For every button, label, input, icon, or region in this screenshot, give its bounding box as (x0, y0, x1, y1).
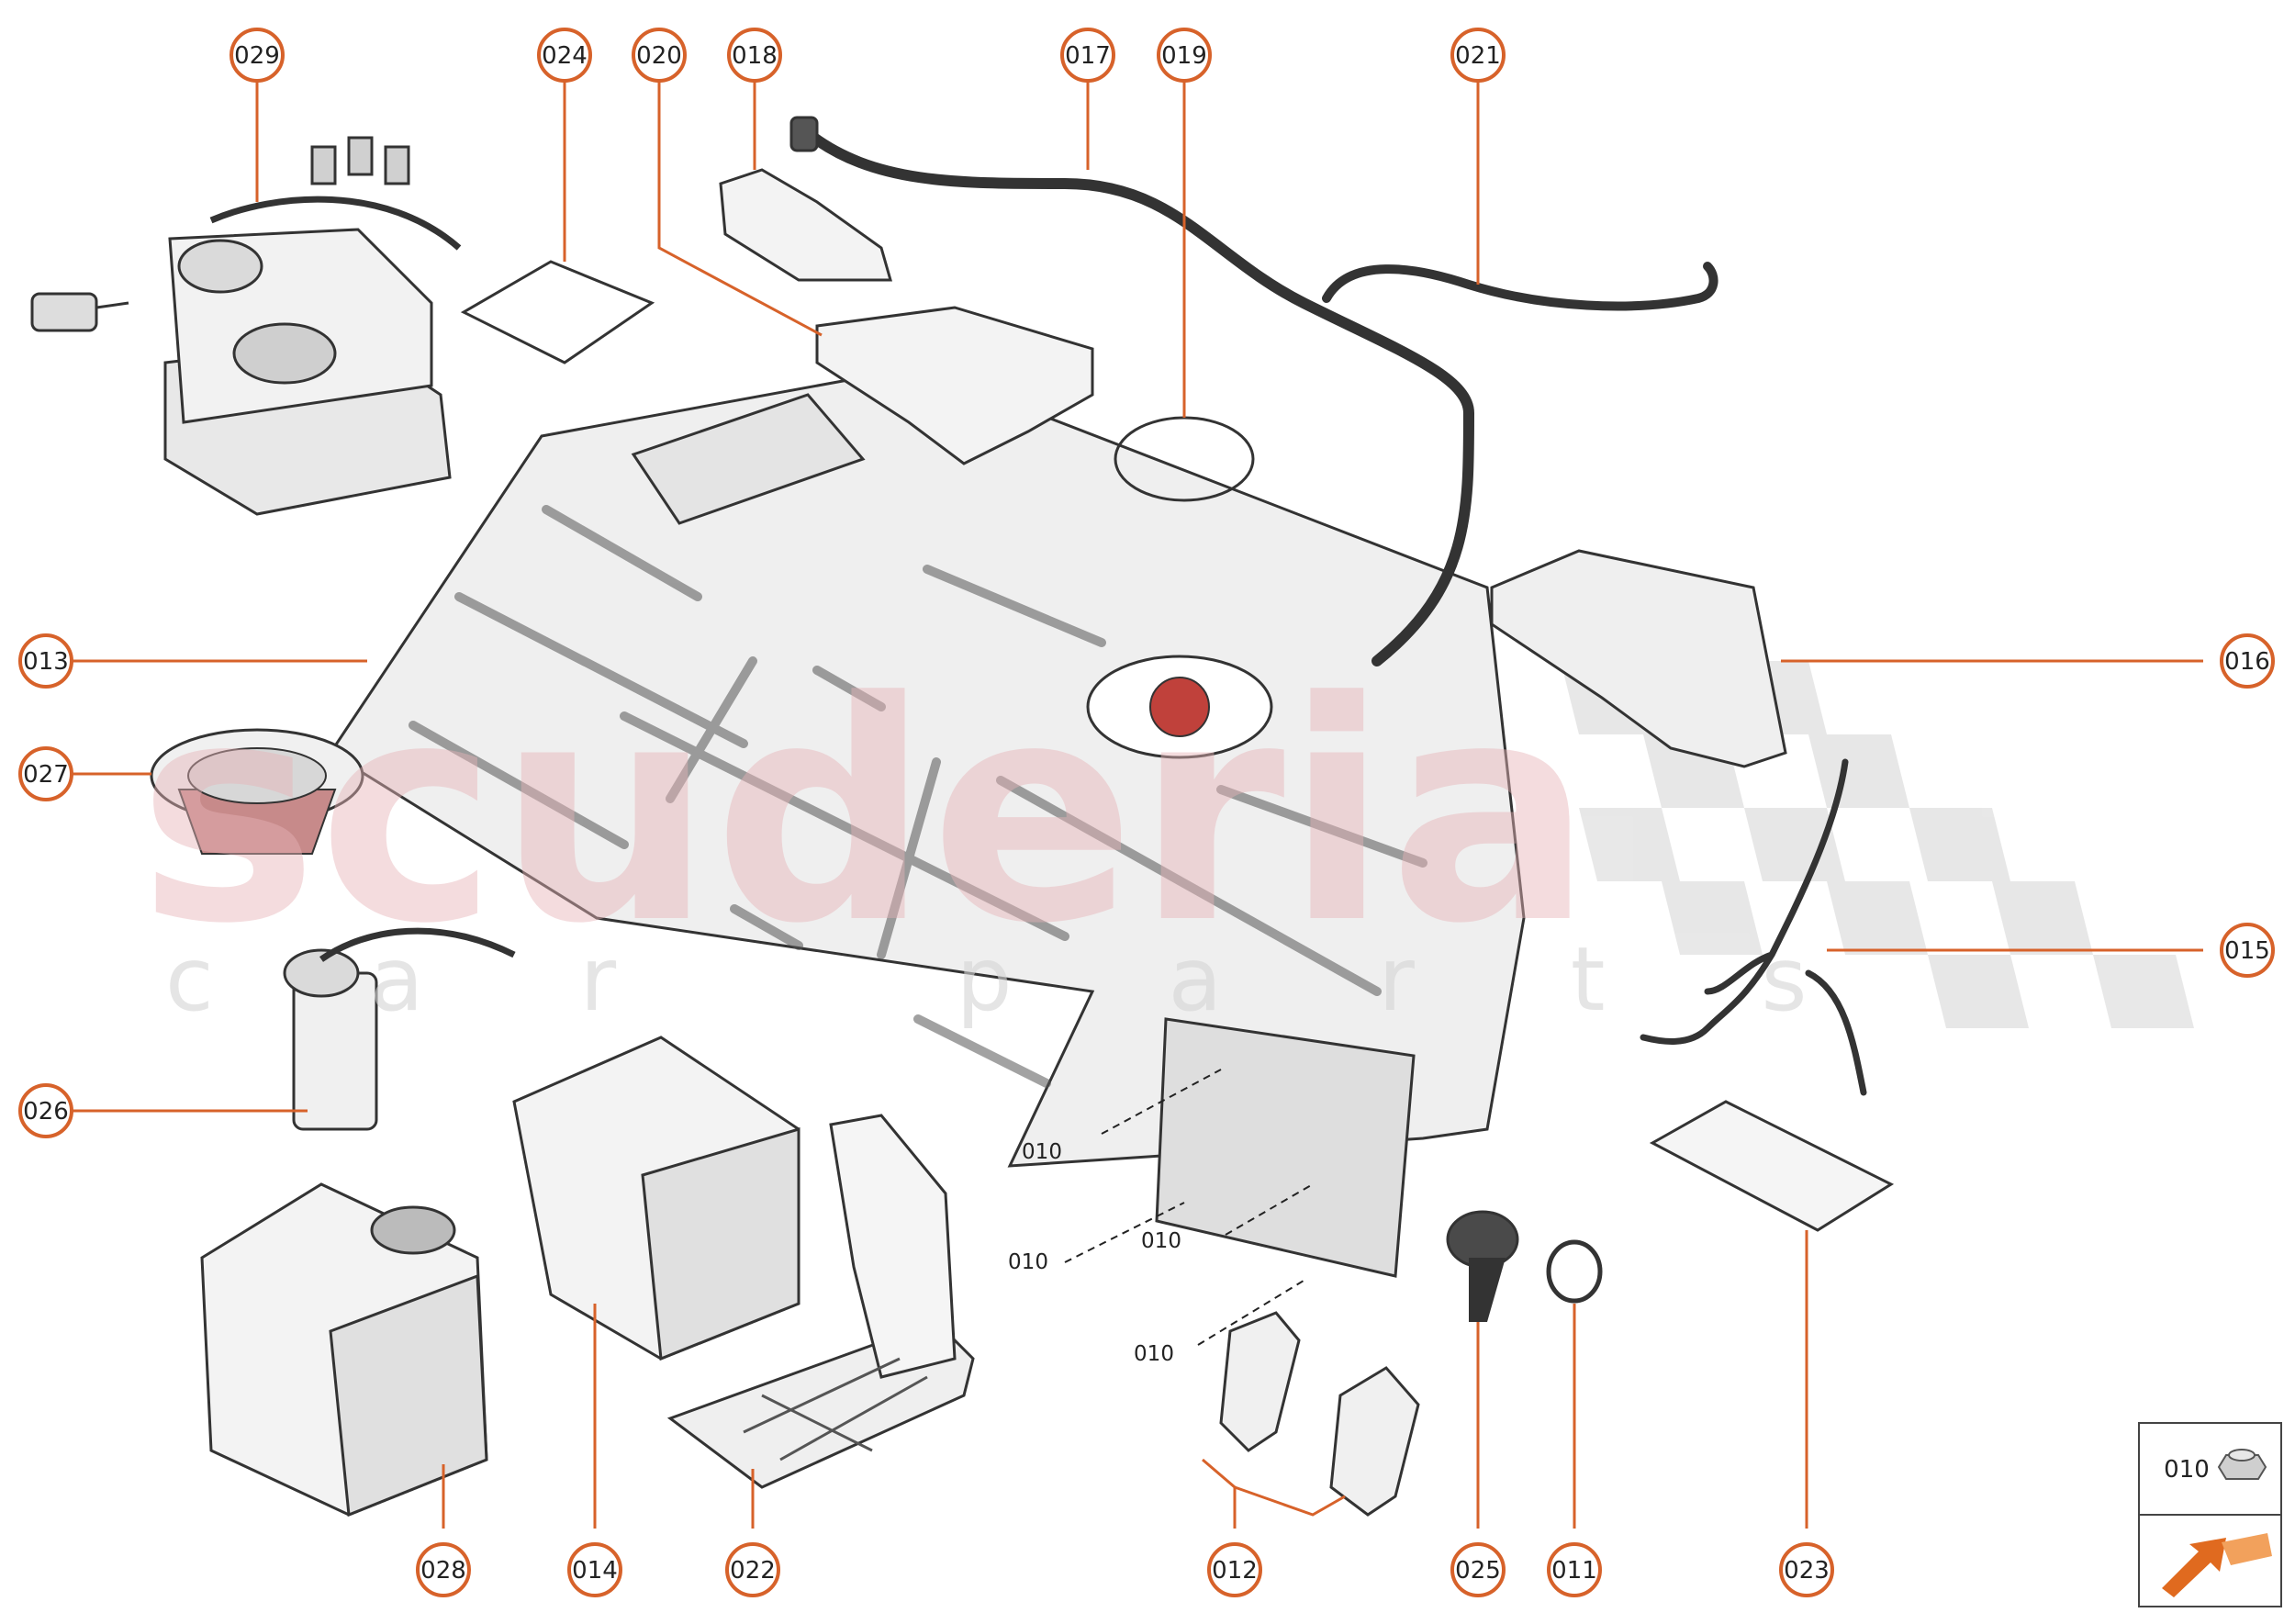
svg-text:024: 024 (542, 42, 588, 70)
svg-text:011: 011 (1551, 1557, 1597, 1585)
foam-pad-018 (719, 168, 892, 282)
svg-text:014: 014 (572, 1557, 618, 1585)
pad-024 (460, 260, 655, 364)
callout-013[interactable]: 013 (18, 633, 73, 689)
callout-024[interactable]: 024 (537, 28, 592, 83)
vent-hose-021 (1322, 262, 1718, 311)
next-page-button[interactable] (2138, 1514, 2282, 1607)
svg-text:023: 023 (1784, 1557, 1830, 1585)
hex-bolt-icon (2217, 1449, 2267, 1480)
callout-015[interactable]: 015 (2220, 923, 2275, 978)
callout-029[interactable]: 029 (230, 28, 285, 83)
cap-025 (1446, 1210, 1519, 1322)
callout-022[interactable]: 022 (725, 1542, 780, 1597)
checkered-flag-watermark (1561, 661, 2194, 1028)
svg-text:017: 017 (1065, 42, 1111, 70)
svg-text:018: 018 (732, 42, 778, 70)
fuel-pump-module-029 (30, 136, 462, 516)
callout-018[interactable]: 018 (727, 28, 782, 83)
svg-text:015: 015 (2224, 937, 2270, 965)
callout-020[interactable]: 020 (632, 28, 687, 83)
orange-arrow-icon (2162, 1533, 2272, 1597)
callout-011[interactable]: 011 (1547, 1542, 1602, 1597)
svg-text:029: 029 (234, 42, 280, 70)
hose-connector (789, 116, 819, 152)
svg-text:012: 012 (1212, 1557, 1258, 1585)
foam-pad-020 (815, 306, 1094, 465)
clips-012 (1219, 1311, 1420, 1517)
charcoal-canister-014 (512, 1036, 800, 1361)
fuel-hose-017 (802, 128, 1475, 666)
ref-label-010: 010 (1141, 1229, 1181, 1253)
callout-021[interactable]: 021 (1450, 28, 1506, 83)
svg-text:013: 013 (23, 648, 69, 676)
fuel-tank-013 (328, 365, 1526, 1278)
reference-leaders-010 (1064, 1069, 1314, 1346)
filter-canister-028 (200, 1182, 488, 1518)
svg-text:022: 022 (730, 1557, 776, 1585)
sender-unit-026 (283, 927, 516, 1131)
foam-pad-016 (1490, 549, 1787, 768)
callout-leaders (69, 78, 2203, 1529)
pump-flange-027 (150, 728, 364, 855)
svg-text:016: 016 (2224, 648, 2270, 676)
callout-012[interactable]: 012 (1207, 1542, 1262, 1597)
mounting-bracket-022 (666, 1114, 975, 1489)
callout-027[interactable]: 027 (18, 746, 73, 801)
hose-clamp-011 (1546, 1239, 1603, 1304)
callout-019[interactable]: 019 (1157, 28, 1212, 83)
legend-label: 010 (2164, 1456, 2210, 1484)
ref-label-010: 010 (1022, 1140, 1062, 1164)
watermark-main: scuderia (138, 637, 1594, 990)
watermark-sub: car parts (165, 928, 1963, 1031)
callout-017[interactable]: 017 (1060, 28, 1115, 83)
ref-label-010: 010 (1134, 1342, 1174, 1366)
callout-026[interactable]: 026 (18, 1083, 73, 1138)
svg-text:020: 020 (636, 42, 682, 70)
svg-text:021: 021 (1455, 42, 1501, 70)
callout-014[interactable]: 014 (567, 1542, 622, 1597)
svg-text:025: 025 (1455, 1557, 1501, 1585)
svg-text:028: 028 (420, 1557, 466, 1585)
callout-025[interactable]: 025 (1450, 1542, 1506, 1597)
callout-023[interactable]: 023 (1779, 1542, 1834, 1597)
pad-023 (1649, 1100, 1895, 1232)
svg-text:019: 019 (1161, 42, 1207, 70)
svg-text:026: 026 (23, 1098, 69, 1126)
callout-016[interactable]: 016 (2220, 633, 2275, 689)
svg-text:027: 027 (23, 761, 69, 789)
callout-028[interactable]: 028 (416, 1542, 471, 1597)
legend-box: 010 (2138, 1422, 2282, 1516)
wiring-harness-015 (1640, 758, 1867, 1096)
ref-label-010: 010 (1008, 1250, 1048, 1274)
